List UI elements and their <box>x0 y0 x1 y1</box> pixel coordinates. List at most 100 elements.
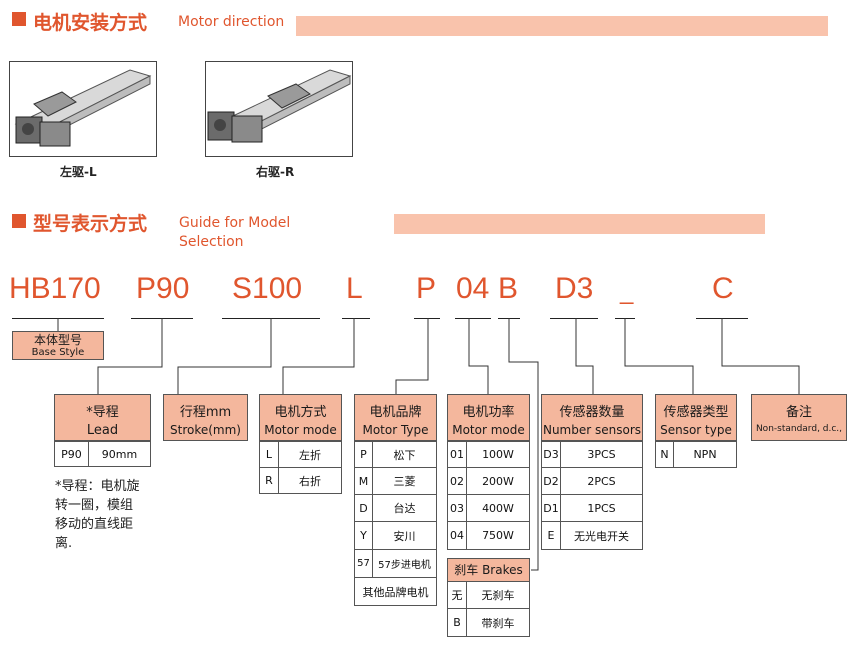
motor-type-en: Motor Type <box>362 423 429 437</box>
section1-subtitle: Motor direction <box>178 14 285 30</box>
sensors-header: 传感器数量 Number sensors <box>541 394 643 441</box>
sensor-type-en: Sensor type <box>660 423 732 437</box>
motor-power-label: 750W <box>466 521 530 550</box>
sensors-en: Number sensors <box>542 423 642 437</box>
section1-bar <box>296 16 828 36</box>
underline-motor-type <box>414 318 440 319</box>
code-separator: _ <box>620 278 634 305</box>
sensors-label: 1PCS <box>560 494 643 522</box>
motor-type-label: 松下 <box>372 441 437 468</box>
section2-subtitle-line2: Selection <box>179 234 244 250</box>
motor-mode-label: 右折 <box>278 467 342 494</box>
underline-motor-mode <box>342 318 370 319</box>
stroke-header: 行程mm Stroke(mm) <box>163 394 248 441</box>
motor-type-header: 电机品牌 Motor Type <box>354 394 437 441</box>
section2-bar <box>394 214 765 234</box>
photo-left-caption: 左驱-L <box>60 165 97 179</box>
lead-code: P90 <box>54 441 89 467</box>
code-stroke: S100 <box>232 272 303 305</box>
motor-type-label: 安川 <box>372 521 437 550</box>
motor-mode-code: L <box>259 441 279 468</box>
motor-power-label: 200W <box>466 467 530 495</box>
code-motor-type: P <box>416 272 437 305</box>
lead-note-line: 移动的直线距 <box>55 517 134 532</box>
motor-power-label: 100W <box>466 441 530 468</box>
motor-type-label: 57步进电机 <box>372 549 437 578</box>
brakes-header: 刹车 Brakes <box>447 558 530 582</box>
section2-title: 型号表示方式 <box>33 213 148 235</box>
lead-en: Lead <box>86 423 119 438</box>
lead-note-line: 转一圈，模组 <box>55 498 134 513</box>
photo-right-caption: 右驱-R <box>256 165 295 179</box>
code-power: 04 <box>456 272 490 305</box>
remark-cn: 备注 <box>785 405 812 420</box>
sensors-label: 3PCS <box>560 441 643 468</box>
motor-type-code: D <box>354 494 373 522</box>
motor-power-label: 400W <box>466 494 530 522</box>
motor-type-label: 三菱 <box>372 467 437 495</box>
motor-power-code: 02 <box>447 467 467 495</box>
sensors-label: 2PCS <box>560 467 643 495</box>
motor-mode-en: Motor mode <box>264 423 337 437</box>
lead-note-line: *导程：电机旋 <box>55 479 140 494</box>
underline-sensors <box>550 318 598 319</box>
code-sensors: D3 <box>555 272 594 305</box>
motor-power-header: 电机功率 Motor mode <box>447 394 530 441</box>
motor-type-label: 台达 <box>372 494 437 522</box>
motor-mode-header: 电机方式 Motor mode <box>259 394 342 441</box>
motor-type-other: 其他品牌电机 <box>354 577 437 606</box>
underline-power <box>455 318 491 319</box>
product-photo-right <box>205 61 353 157</box>
sensors-code: D1 <box>541 494 561 522</box>
stroke-cn: 行程mm <box>179 405 232 420</box>
code-brake: B <box>498 272 519 305</box>
motor-mode-cn: 电机方式 <box>274 405 327 420</box>
base-style-box: 本体型号 Base Style <box>12 331 104 360</box>
code-remark: C <box>712 272 734 305</box>
brakes-code: B <box>447 608 467 637</box>
remark-en: Non-standard, d.c., <box>755 424 843 434</box>
section-marker-icon <box>12 214 26 228</box>
remark-header: 备注 Non-standard, d.c., <box>751 394 847 441</box>
section1-title: 电机安装方式 <box>33 12 148 34</box>
base-style-cn: 本体型号 <box>33 333 82 347</box>
brakes-code: 无 <box>447 581 467 609</box>
code-lead: P90 <box>136 272 190 305</box>
lead-cn: *导程 <box>86 405 119 420</box>
sensors-code: D3 <box>541 441 561 468</box>
sensors-code: E <box>541 521 561 550</box>
sensor-type-cn: 传感器类型 <box>663 405 729 420</box>
sensors-label: 无光电开关 <box>560 521 643 550</box>
product-photo-left <box>9 61 157 157</box>
brakes-label: 带刹车 <box>466 608 530 637</box>
lead-value: 90mm <box>88 441 151 467</box>
base-style-en: Base Style <box>31 347 85 358</box>
sensor-type-header: 传感器类型 Sensor type <box>655 394 737 441</box>
motor-power-code: 03 <box>447 494 467 522</box>
lead-header: *导程 Lead <box>54 394 151 441</box>
motor-type-cn: 电机品牌 <box>369 405 422 420</box>
code-base: HB170 <box>9 272 101 305</box>
motor-power-code: 01 <box>447 441 467 468</box>
motor-power-code: 04 <box>447 521 467 550</box>
motor-mode-code: R <box>259 467 279 494</box>
stroke-en: Stroke(mm) <box>170 423 241 437</box>
lead-note: *导程：电机旋 转一圈，模组 移动的直线距 离. <box>55 477 140 553</box>
motor-type-code: P <box>354 441 373 468</box>
motor-type-code: 57 <box>354 549 373 578</box>
sensors-code: D2 <box>541 467 561 495</box>
sensor-type-value: NPN <box>673 441 737 468</box>
section2-subtitle-line1: Guide for Model <box>179 215 291 231</box>
sensor-type-code: N <box>655 441 674 468</box>
sensors-cn: 传感器数量 <box>559 405 625 420</box>
motor-power-en: Motor mode <box>452 423 525 437</box>
motor-type-code: Y <box>354 521 373 550</box>
code-motor-mode: L <box>346 272 363 305</box>
brakes-label: 无刹车 <box>466 581 530 609</box>
lead-note-line: 离. <box>55 536 73 551</box>
section-marker-icon <box>12 12 26 26</box>
motor-type-code: M <box>354 467 373 495</box>
motor-power-cn: 电机功率 <box>462 405 515 420</box>
motor-mode-label: 左折 <box>278 441 342 468</box>
